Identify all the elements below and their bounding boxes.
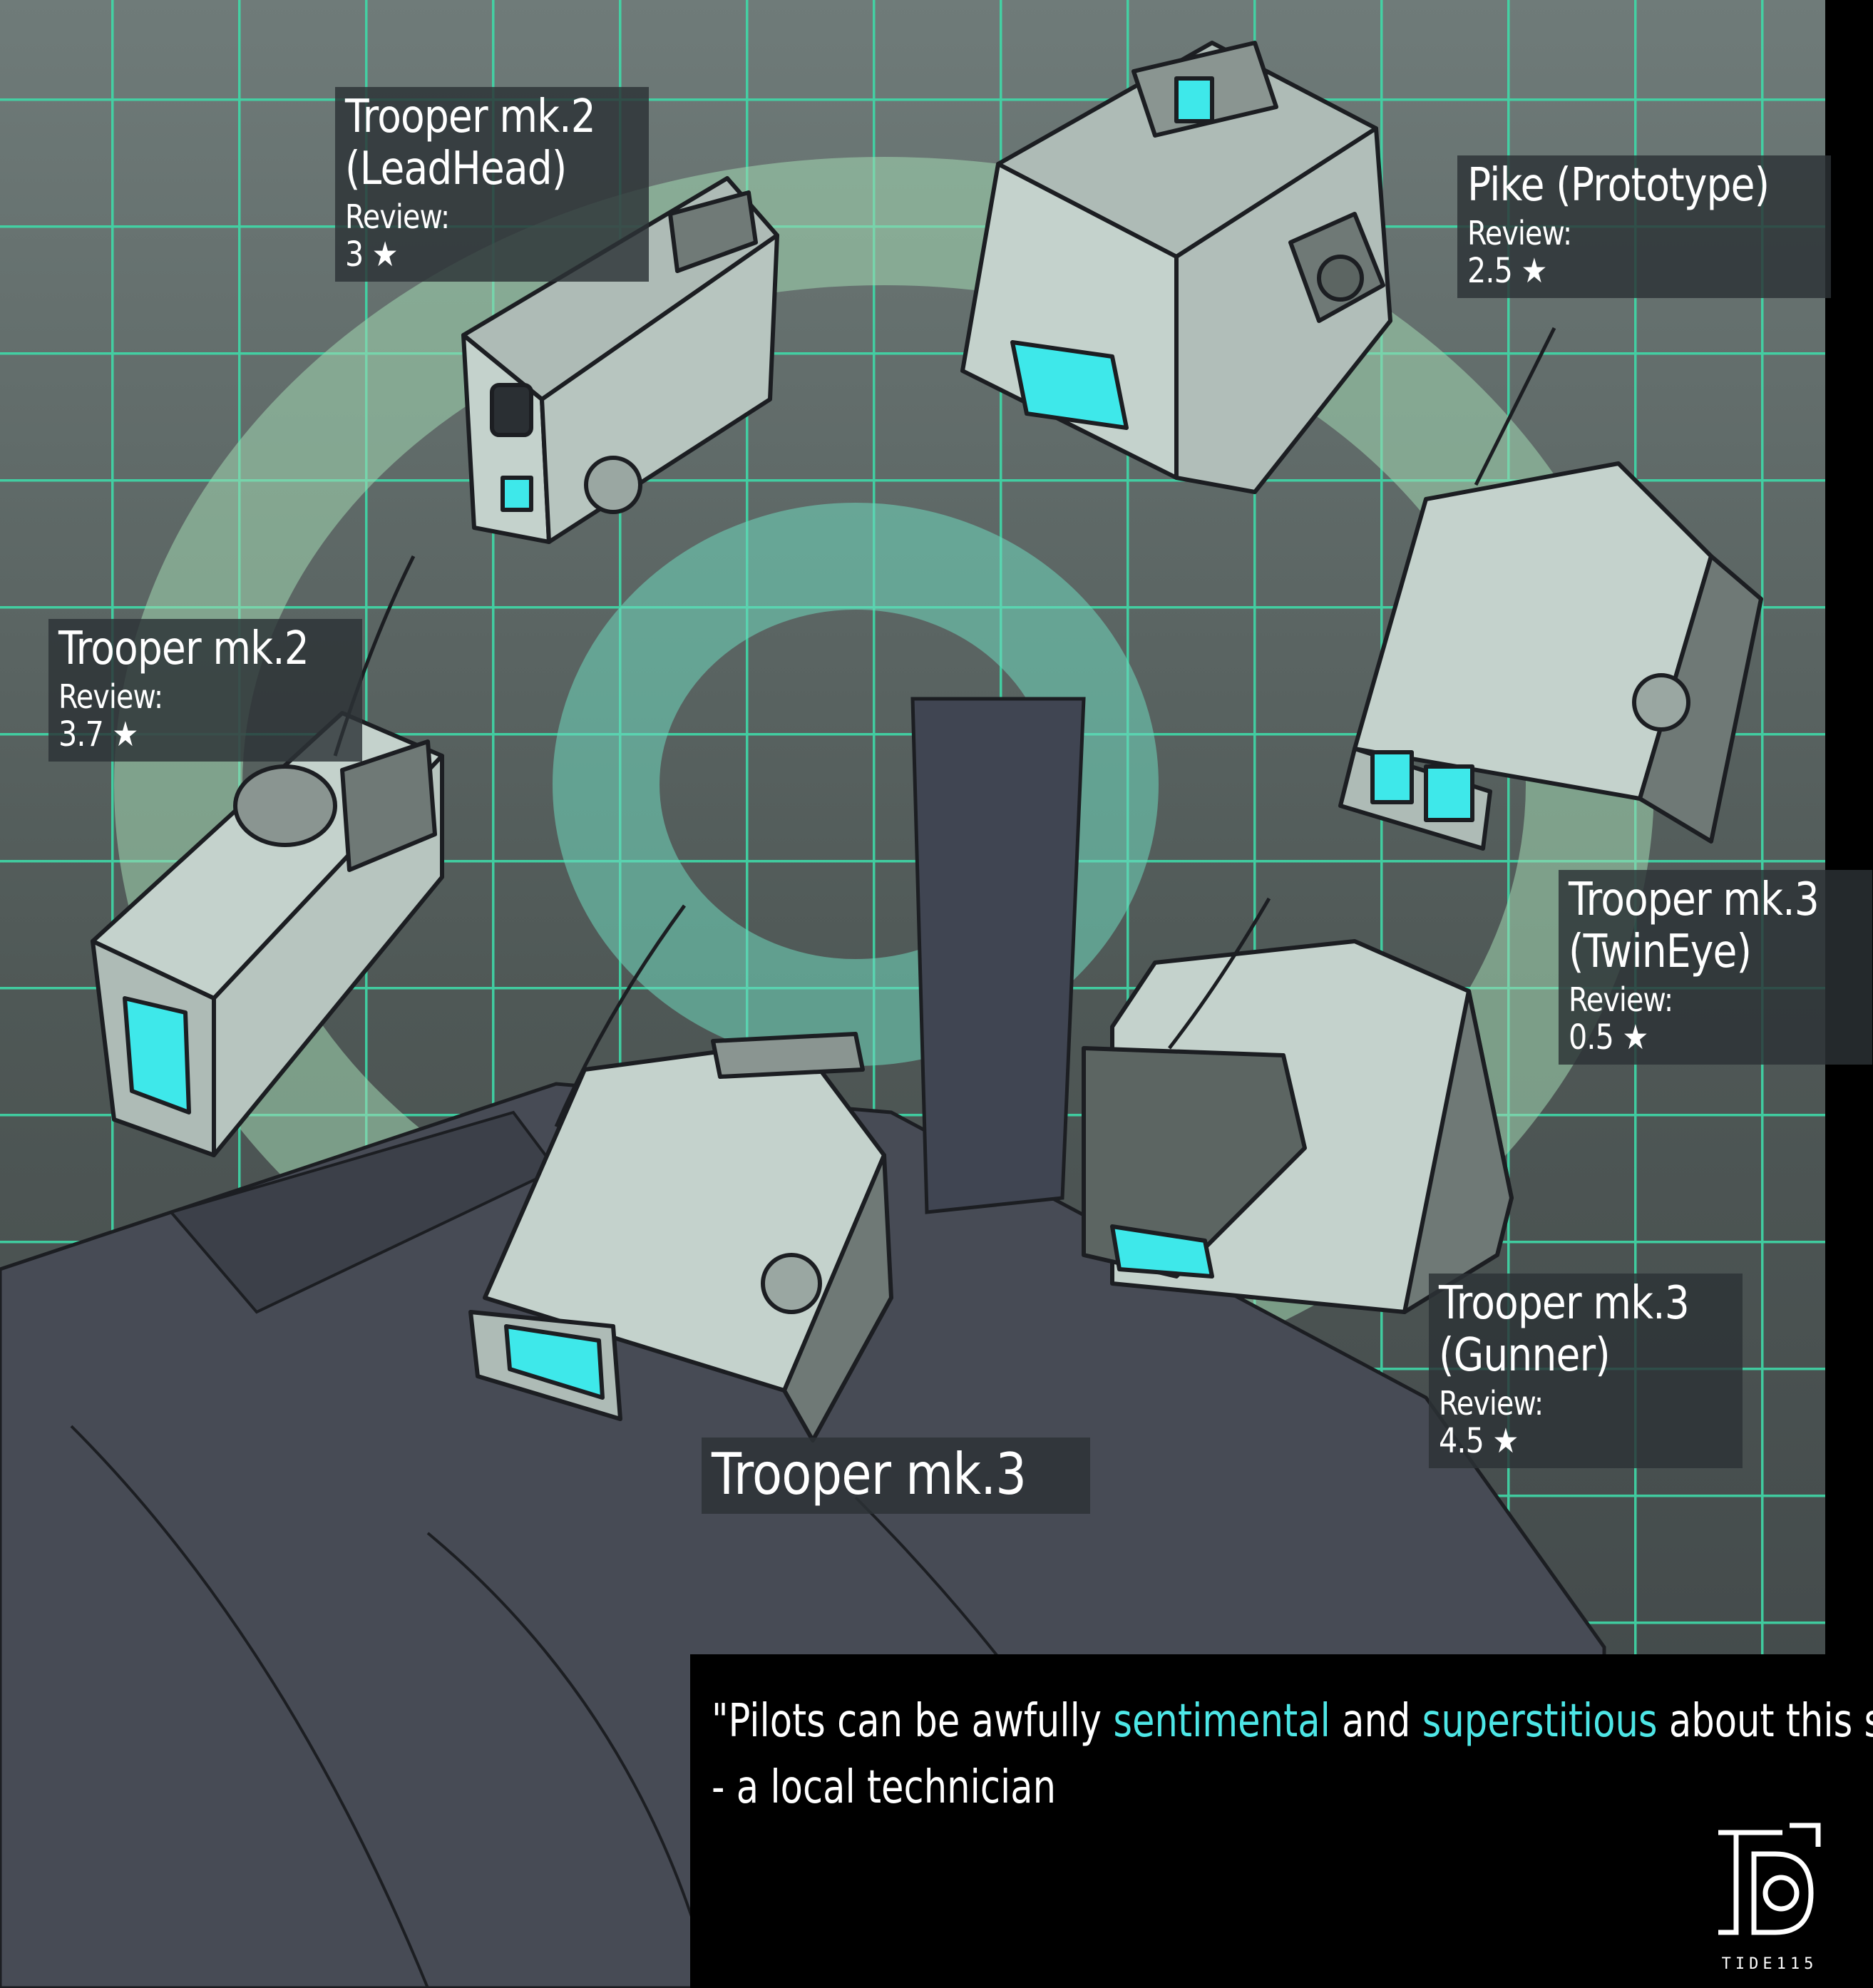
quote-close: about this stuff." [1668, 1695, 1873, 1748]
label-trooper-mk2: Trooper mk.2 Review: 3.7 ★ [48, 619, 363, 762]
helmet-name: Trooper mk.2 [58, 622, 309, 675]
rating-value: 3.7 ★ [58, 714, 138, 755]
helmet-variant: (LeadHead) [345, 142, 567, 195]
artist-logo [1718, 1823, 1821, 1935]
helmet-trooper-mk2 [91, 711, 444, 1157]
helmet-name: Trooper mk.3 [1569, 873, 1820, 926]
review-label: Review: [1569, 980, 1673, 1019]
helmet-pike [960, 41, 1392, 494]
artist-signature: TIDE115 [1721, 1955, 1818, 1973]
rating-value: 4.5 ★ [1439, 1421, 1519, 1462]
review-label: Review: [1439, 1383, 1544, 1423]
label-trooper-mk3-twineye: Trooper mk.3 (TwinEye) Review: 0.5 ★ [1559, 870, 1873, 1065]
label-pike-prototype: Pike (Prototype) Review: 2.5 ★ [1457, 155, 1832, 299]
helmet-name: Trooper mk.3 [712, 1441, 1027, 1507]
rating-value: 3 ★ [345, 235, 399, 275]
rating-value: 0.5 ★ [1569, 1018, 1648, 1058]
quote-highlight-sentimental: sentimental [1113, 1695, 1330, 1748]
helmet-name: Trooper mk.3 [1439, 1277, 1690, 1330]
quote-highlight-superstitious: superstitious [1422, 1695, 1658, 1748]
review-label: Review: [345, 197, 450, 236]
quote-middle: and [1330, 1695, 1422, 1748]
quote-line: "Pilots can be awfully sentimental and s… [712, 1689, 1873, 1755]
label-trooper-mk3: Trooper mk.3 [702, 1438, 1091, 1515]
helmet-name: Pike (Prototype) [1467, 159, 1770, 212]
label-trooper-mk3-gunner: Trooper mk.3 (Gunner) Review: 4.5 ★ [1429, 1274, 1743, 1469]
helmet-variant: (TwinEye) [1569, 925, 1752, 978]
inner-glow-ring [553, 503, 1159, 1066]
review-label: Review: [58, 677, 163, 716]
review-label: Review: [1467, 213, 1572, 252]
helmet-name: Trooper mk.2 [345, 91, 596, 143]
quote-panel: "Pilots can be awfully sentimental and s… [690, 1654, 1873, 1988]
helmet-trooper-mk3 [468, 1032, 893, 1443]
helmet-leadhead [461, 176, 779, 544]
frame-border [1825, 0, 1873, 1654]
quote-attribution: - a local technician [712, 1761, 1057, 1814]
helmet-variant: (Gunner) [1439, 1328, 1611, 1382]
rating-value: 2.5 ★ [1467, 251, 1547, 292]
helmet-gunner [1082, 939, 1514, 1314]
quote-text: "Pilots can be awfully sentimental and s… [712, 1689, 1873, 1821]
quote-open: "Pilots can be awfully [712, 1695, 1114, 1748]
helmet-twineye [1338, 461, 1763, 851]
stand-post [910, 697, 1086, 1214]
label-trooper-mk2-leadhead: Trooper mk.2 (LeadHead) Review: 3 ★ [335, 87, 650, 282]
